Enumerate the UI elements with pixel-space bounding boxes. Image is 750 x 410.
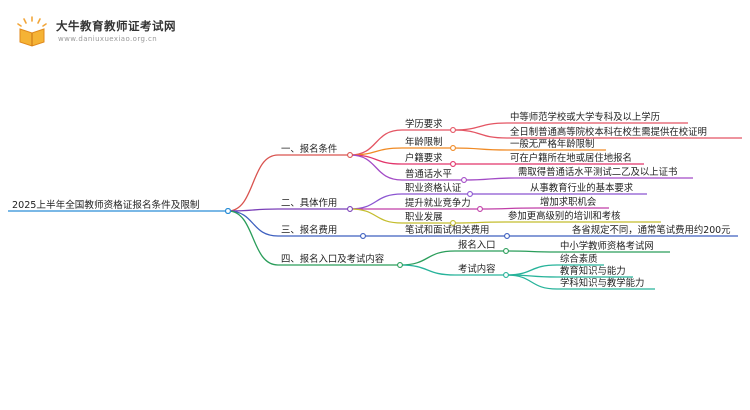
- child-node-3-0: 报名入口: [458, 239, 496, 251]
- branch-collapse-toggle: [397, 262, 403, 268]
- child-collapse-toggle: [503, 248, 509, 254]
- link-root-branch-1: [227, 154, 279, 212]
- branch-2-node: 二、具体作用: [281, 197, 337, 209]
- child-collapse-toggle: [477, 206, 483, 212]
- child-collapse-toggle: [450, 145, 456, 151]
- link-child-leaf: [505, 274, 558, 290]
- leaf-node-0-0-1: 全日制普通高等院校本科在校生需提供在校证明: [510, 126, 707, 138]
- child-collapse-toggle: [467, 191, 473, 197]
- child-collapse-toggle: [450, 127, 456, 133]
- leaf-node-0-2-0: 可在户籍所在地或居住地报名: [510, 152, 632, 164]
- child-node-0-0: 学历要求: [405, 118, 443, 130]
- child-collapse-toggle: [461, 177, 467, 183]
- link-root-branch-3: [227, 210, 279, 237]
- branch-collapse-toggle: [347, 206, 353, 212]
- leaf-node-1-2-0: 参加更高级别的培训和考核: [508, 210, 621, 222]
- child-node-3-1: 考试内容: [458, 263, 496, 275]
- branch-4-node: 四、报名入口及考试内容: [281, 253, 384, 265]
- root-node: 2025上半年全国教师资格证报名条件及限制: [12, 199, 200, 211]
- branch-3-node: 三、报名费用: [281, 224, 337, 236]
- child-node-1-0: 职业资格认证: [405, 182, 461, 194]
- child-collapse-toggle: [450, 220, 456, 226]
- child-node-2-0: 笔试和面试相关费用: [405, 224, 489, 236]
- child-collapse-toggle: [504, 233, 510, 239]
- link-branch-child: [399, 264, 456, 276]
- root-collapse-toggle: [225, 208, 231, 214]
- link-branch-child: [399, 250, 456, 266]
- leaf-node-3-1-0: 综合素质: [560, 253, 598, 265]
- branch-1-node: 一、报名条件: [281, 143, 337, 155]
- link-child-leaf: [505, 250, 558, 253]
- branch-collapse-toggle: [360, 233, 366, 239]
- child-node-1-1: 提升就业竞争力: [405, 197, 471, 209]
- leaf-node-0-0-0: 中等师范学校或大学专科及以上学历: [510, 111, 660, 123]
- leaf-node-3-0-0: 中小学教师资格考试网: [560, 240, 654, 252]
- branch-collapse-toggle: [347, 152, 353, 158]
- child-collapse-toggle: [503, 272, 509, 278]
- link-child-leaf: [452, 221, 506, 224]
- link-root-branch-4: [227, 210, 279, 266]
- link-child-leaf: [479, 207, 538, 210]
- link-branch-child: [349, 208, 403, 224]
- leaf-node-1-1-0: 增加求职机会: [540, 196, 597, 208]
- link-child-leaf: [452, 122, 508, 131]
- link-child-leaf: [463, 177, 516, 181]
- link-child-leaf: [452, 129, 508, 139]
- link-child-leaf: [505, 264, 558, 276]
- child-node-0-3: 普通话水平: [405, 168, 452, 180]
- site-title: 大牛教育教师证考试网: [56, 19, 176, 33]
- leaf-node-0-3-0: 需取得普通话水平测试二乙及以上证书: [518, 166, 677, 178]
- child-collapse-toggle: [450, 161, 456, 167]
- site-url: www.daniuxuexiao.org.cn: [58, 35, 158, 43]
- child-node-0-1: 年龄限制: [405, 136, 443, 148]
- leaf-node-0-1-0: 一般无严格年龄限制: [510, 138, 594, 150]
- link-child-leaf: [452, 147, 508, 151]
- leaf-node-1-0-0: 从事教育行业的基本要求: [530, 182, 634, 194]
- link-branch-child: [349, 154, 403, 181]
- child-node-0-2: 户籍要求: [405, 152, 443, 164]
- link-branch-child: [349, 193, 403, 210]
- leaf-node-3-1-1: 教育知识与能力: [560, 265, 626, 277]
- leaf-node-3-1-2: 学科知识与教学能力: [560, 277, 644, 289]
- child-node-1-2: 职业发展: [405, 211, 443, 223]
- open-book-icon: [17, 16, 47, 47]
- leaf-node-2-0-0: 各省规定不同，通常笔试费用约200元: [572, 224, 731, 236]
